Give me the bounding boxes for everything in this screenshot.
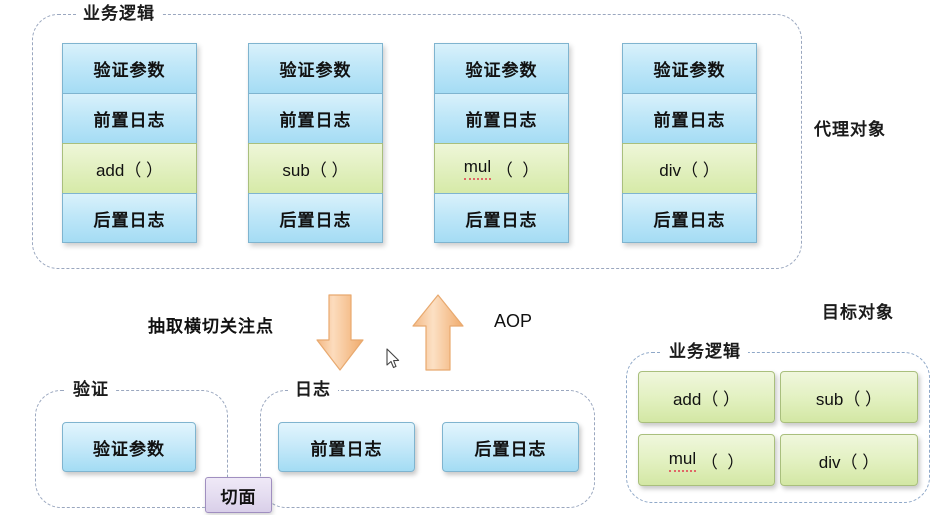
aop-label: AOP <box>494 311 533 331</box>
cell-validate-params: 验证参数 <box>622 43 757 93</box>
cell-method-sub: sub（ ） <box>248 143 383 193</box>
card-method-add: add（ ） <box>638 371 775 423</box>
proxy-method-column: 验证参数 前置日志 sub（ ） 后置日志 <box>248 43 383 243</box>
cell-after-log: 后置日志 <box>248 193 383 243</box>
proxy-object-container <box>32 14 802 269</box>
mouse-pointer-icon <box>386 348 400 369</box>
cell-method-mul: mul （ ） <box>434 143 569 193</box>
card-method-div: div（ ） <box>780 434 918 486</box>
card-method-mul: mul （ ） <box>638 434 775 486</box>
extract-crosscutting-label: 抽取横切关注点 <box>148 317 274 336</box>
cell-before-log: 前置日志 <box>622 93 757 143</box>
target-object-title: 目标对象 <box>822 303 894 322</box>
misspelled-word-mul: mul <box>463 157 492 180</box>
log-aspect-container <box>260 390 595 508</box>
down-arrow-icon <box>316 294 364 371</box>
cell-method-add: add（ ） <box>62 143 197 193</box>
proxy-group-label: 业务逻辑 <box>76 4 162 24</box>
card-method-sub: sub（ ） <box>780 371 918 423</box>
card-validate-params: 验证参数 <box>62 422 196 472</box>
cell-after-log: 后置日志 <box>62 193 197 243</box>
cell-method-div: div（ ） <box>622 143 757 193</box>
cell-validate-params: 验证参数 <box>62 43 197 93</box>
cell-validate-params: 验证参数 <box>248 43 383 93</box>
card-after-log: 后置日志 <box>442 422 579 472</box>
target-group-label: 业务逻辑 <box>662 342 748 362</box>
cell-before-log: 前置日志 <box>62 93 197 143</box>
cell-after-log: 后置日志 <box>434 193 569 243</box>
misspelled-word-mul: mul <box>668 449 697 472</box>
cell-after-log: 后置日志 <box>622 193 757 243</box>
cell-before-log: 前置日志 <box>434 93 569 143</box>
proxy-method-column: 验证参数 前置日志 add（ ） 后置日志 <box>62 43 197 243</box>
proxy-method-column: 验证参数 前置日志 div（ ） 后置日志 <box>622 43 757 243</box>
proxy-method-column: 验证参数 前置日志 mul （ ） 后置日志 <box>434 43 569 243</box>
target-object-container <box>626 352 930 503</box>
proxy-object-title: 代理对象 <box>814 120 886 139</box>
cell-validate-params: 验证参数 <box>434 43 569 93</box>
card-before-log: 前置日志 <box>278 422 415 472</box>
cell-before-log: 前置日志 <box>248 93 383 143</box>
up-arrow-icon <box>412 294 464 371</box>
log-group-label: 日志 <box>288 380 338 400</box>
aspect-chip: 切面 <box>205 477 272 513</box>
validate-aspect-container <box>35 390 228 508</box>
validate-group-label: 验证 <box>66 380 116 400</box>
